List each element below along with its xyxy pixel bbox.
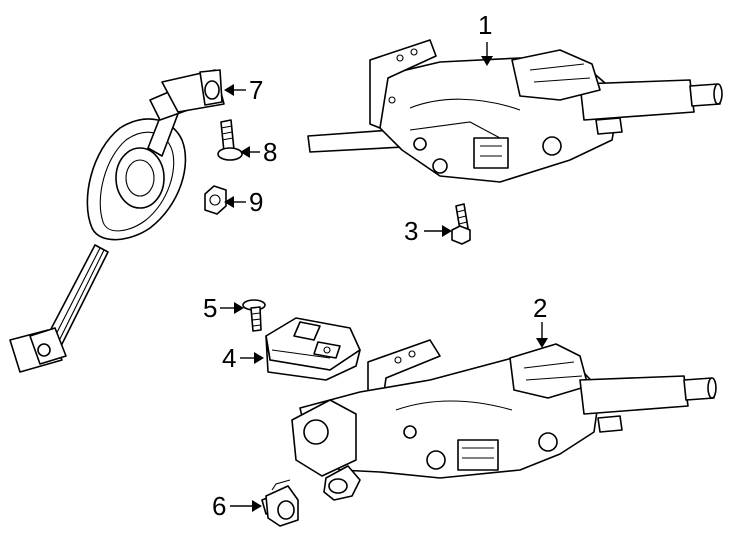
- bolt-8[interactable]: [217, 119, 243, 161]
- leader-lines: [220, 42, 548, 512]
- callout-8: 8: [263, 137, 278, 167]
- callout-1: 1: [478, 10, 493, 40]
- callout-6: 6: [212, 491, 227, 521]
- callout-4: 4: [222, 343, 237, 373]
- steering-column-1[interactable]: [307, 39, 723, 183]
- callout-5: 5: [203, 293, 218, 323]
- screw-5[interactable]: [242, 299, 266, 332]
- intermediate-shaft[interactable]: [9, 69, 225, 373]
- screw-3[interactable]: [451, 203, 471, 245]
- callout-7: 7: [249, 75, 264, 105]
- steering-column-2[interactable]: [291, 339, 717, 501]
- nut-9[interactable]: [204, 185, 227, 215]
- control-module-4[interactable]: [265, 317, 361, 381]
- callout-9: 9: [249, 187, 264, 217]
- sensor-6[interactable]: [261, 479, 299, 527]
- callout-3: 3: [404, 216, 419, 246]
- callout-2: 2: [533, 293, 548, 323]
